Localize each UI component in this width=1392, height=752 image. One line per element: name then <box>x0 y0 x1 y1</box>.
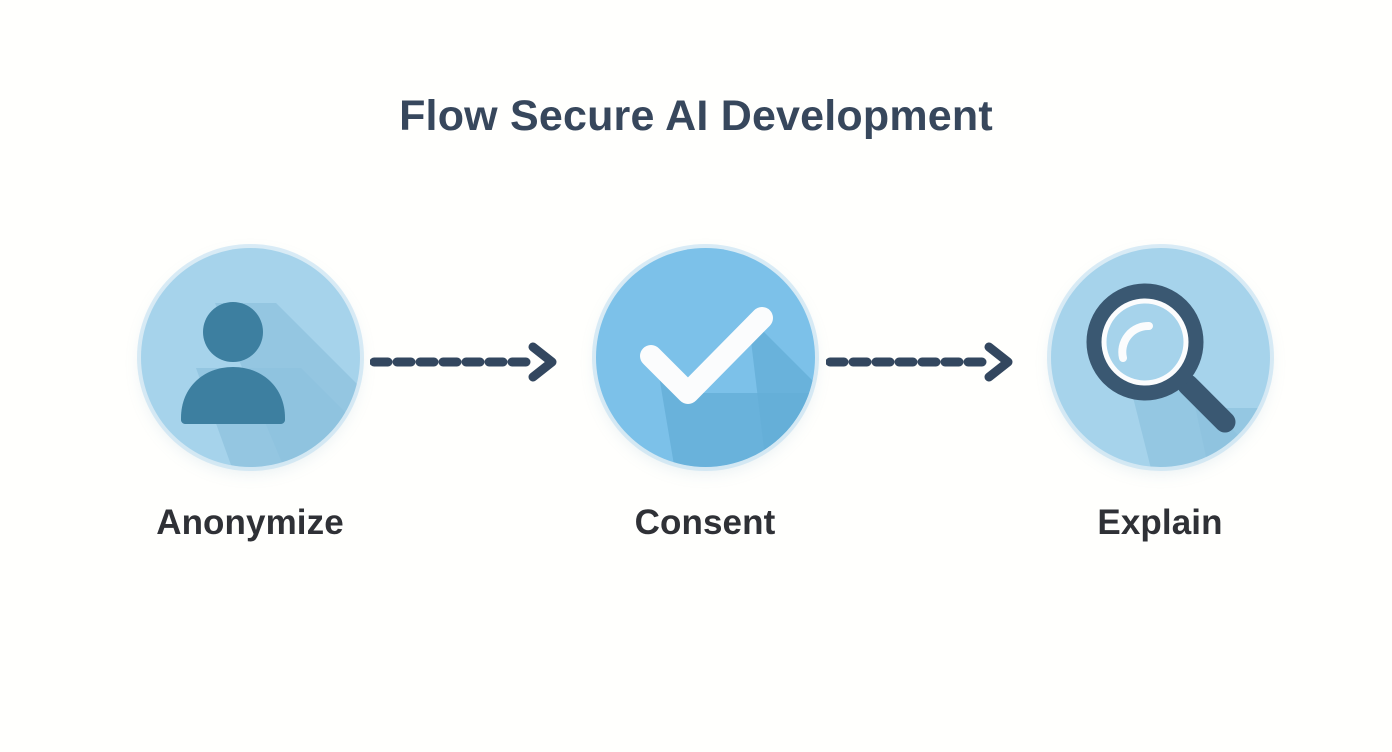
circle-background-anonymize <box>140 248 360 467</box>
flow-step-label: Anonymize <box>156 503 344 542</box>
circle-background-explain <box>1050 248 1270 467</box>
arrow-connector-1 <box>370 342 557 382</box>
flow-diagram: Anonymize <box>0 248 1392 548</box>
circle-background-consent <box>595 248 815 467</box>
flow-step-anonymize[interactable]: Anonymize <box>120 248 380 543</box>
magnifier-icon <box>1086 283 1235 433</box>
page-title: Flow Secure AI Development <box>399 92 993 140</box>
checkmark-icon <box>639 307 773 404</box>
icon-circle-explain[interactable] <box>1050 248 1270 467</box>
flow-step-consent[interactable]: Consent <box>575 248 835 543</box>
person-icon <box>180 302 285 424</box>
flow-step-explain[interactable]: Explain <box>1030 248 1290 543</box>
icon-circle-consent[interactable] <box>595 248 815 467</box>
icon-circle-anonymize[interactable] <box>140 248 360 467</box>
arrow-connector-2 <box>826 342 1013 382</box>
flow-step-label: Explain <box>1097 503 1223 542</box>
flow-step-label: Consent <box>634 503 776 542</box>
